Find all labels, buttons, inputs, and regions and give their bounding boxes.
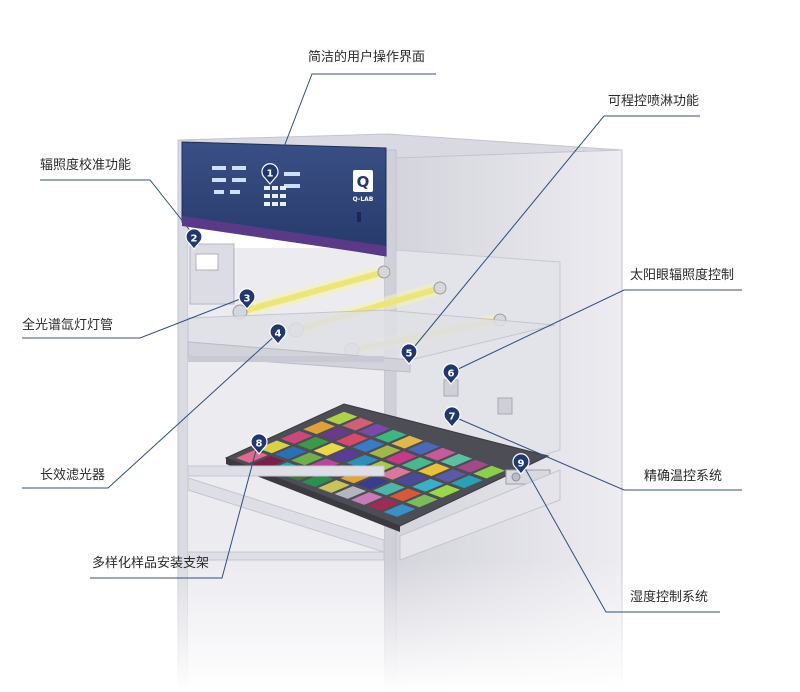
sample-panel: [385, 451, 417, 465]
callout-label-8: 多样化样品安装支架: [92, 556, 210, 571]
sample-panel: [406, 494, 438, 508]
sample-panel: [367, 498, 399, 511]
sample-panel: [330, 448, 362, 462]
leader-line-4: [22, 332, 279, 489]
sample-panel: [428, 484, 461, 498]
callout-marker-1: 1: [261, 163, 279, 185]
callout-label-9: 湿度控制系统: [630, 590, 709, 605]
leader-line-2: [40, 179, 197, 239]
sample-panel: [424, 447, 456, 461]
sample-panel: [389, 488, 422, 502]
callout-number-6: 6: [448, 369, 455, 380]
sample-panel: [297, 436, 329, 450]
callout-number-2: 2: [191, 234, 198, 245]
sample-panel: [342, 417, 374, 431]
sample-panel: [336, 433, 368, 447]
callout-label-5: 可程控喷淋功能: [608, 94, 700, 109]
bottom-fade: [170, 560, 640, 692]
sample-panel: [318, 480, 350, 493]
callout-marker-7: 7: [443, 406, 461, 428]
sample-panel: [473, 465, 505, 479]
sample-panel: [434, 469, 467, 483]
panel-slot: [357, 212, 361, 222]
sample-panel: [407, 441, 440, 455]
control-panel-accent-strip: [182, 216, 386, 256]
callout-marker-2: 2: [185, 228, 203, 250]
callout-marker-3: 3: [238, 288, 256, 310]
callout-number-8: 8: [256, 439, 263, 450]
leader-line-6: [451, 289, 742, 373]
sample-panel: [391, 435, 423, 449]
callout-label-1: 简洁的用户操作界面: [308, 50, 426, 65]
sample-panel: [319, 427, 352, 441]
callout-number-1: 1: [267, 169, 274, 180]
callout-label-4: 长效滤光器: [40, 468, 106, 483]
callout-label-6: 太阳眼辐照度控制: [630, 268, 735, 283]
sample-panel: [395, 472, 428, 486]
panel-indicators: [212, 166, 300, 194]
sample-panel: [383, 504, 416, 517]
sample-panel: [352, 439, 385, 453]
sample-panel: [350, 492, 383, 505]
callout-label-7: 精确温控系统: [644, 469, 723, 484]
sample-panel: [456, 459, 489, 473]
callout-marker-8: 8: [250, 433, 268, 455]
sample-panel: [418, 463, 450, 477]
sample-panel: [301, 474, 334, 487]
sample-panel: [440, 453, 473, 467]
sample-panel: [412, 478, 444, 492]
callout-label-3: 全光谱氙灯灯管: [22, 318, 114, 333]
sample-panel: [258, 440, 291, 454]
sample-panel: [373, 482, 405, 496]
leader-line-7: [451, 415, 742, 491]
sample-panel: [379, 466, 411, 480]
brand-logo-text: Q-LAB: [353, 196, 374, 203]
leader-line-1: [271, 73, 436, 179]
sample-panel: [291, 452, 323, 466]
control-panel: Q Q-LAB: [181, 141, 387, 257]
callout-marker-4: 4: [269, 323, 287, 345]
leader-line-3: [22, 295, 249, 339]
sample-panel: [374, 429, 407, 443]
calibration-unit: [189, 243, 235, 305]
callout-number-4: 4: [275, 329, 282, 340]
sample-panel: [356, 476, 389, 490]
panel-keypad: [264, 186, 286, 206]
sample-panel: [303, 421, 335, 435]
callout-marker-9: 9: [512, 453, 530, 475]
sample-panel: [280, 430, 313, 444]
side-sensors: [443, 379, 513, 415]
sample-panel: [313, 442, 346, 456]
callout-label-2: 辐照度校准功能: [40, 158, 132, 173]
sample-panel: [334, 486, 367, 499]
callout-marker-5: 5: [400, 343, 418, 365]
sample-panel: [401, 457, 434, 471]
leader-lines: [22, 73, 742, 613]
leader-line-8: [90, 442, 259, 579]
sample-panel: [358, 423, 391, 437]
callout-markers: 1 2 3 4 5 6 7 8 9: [185, 163, 530, 475]
xenon-lamp-1: [232, 265, 391, 320]
sample-panel: [325, 411, 358, 425]
sample-panel: [450, 475, 483, 489]
callout-number-9: 9: [518, 459, 525, 470]
brand-logo: Q Q-LAB: [353, 170, 374, 203]
brand-logo-letter: Q: [357, 173, 370, 191]
leader-line-9: [521, 462, 720, 613]
leader-line-5: [409, 115, 700, 353]
callout-marker-6: 6: [442, 363, 460, 385]
sample-panel: [368, 445, 401, 459]
callout-number-3: 3: [244, 294, 251, 305]
lamp-shelf: [187, 309, 556, 373]
callout-number-7: 7: [449, 412, 456, 423]
callout-number-5: 5: [406, 349, 413, 360]
sample-panel: [274, 446, 307, 460]
sample-panel: [346, 454, 379, 468]
lower-cabinet: [187, 465, 561, 561]
